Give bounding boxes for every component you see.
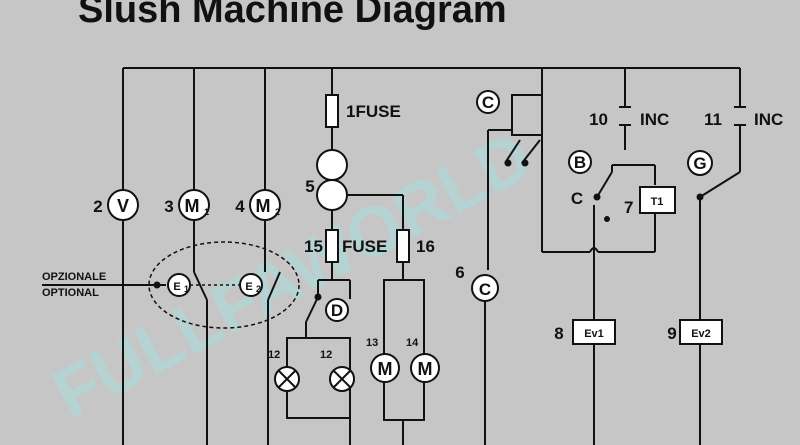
transformer-secondary — [316, 179, 348, 211]
svg-text:M: M — [418, 359, 433, 379]
svg-text:Ev1: Ev1 — [584, 328, 604, 340]
door-switch-d — [325, 298, 349, 322]
svg-text:2: 2 — [275, 207, 280, 217]
svg-text:1: 1 — [184, 284, 189, 294]
svg-text:V: V — [117, 196, 129, 216]
svg-text:5: 5 — [305, 177, 314, 196]
transformer-primary — [316, 149, 348, 181]
svg-text:D: D — [331, 301, 343, 320]
svg-text:14: 14 — [406, 337, 419, 349]
motor-m1-branch: M 1 3 — [164, 68, 210, 445]
svg-text:OPZIONALE: OPZIONALE — [42, 271, 106, 283]
svg-text:M: M — [378, 359, 393, 379]
svg-text:9: 9 — [667, 324, 676, 343]
relay-g — [687, 150, 713, 176]
svg-text:M: M — [256, 196, 271, 216]
svg-text:T1: T1 — [651, 196, 664, 208]
svg-text:B: B — [574, 153, 586, 172]
valve-ev2 — [679, 319, 723, 345]
svg-text:13: 13 — [366, 337, 378, 349]
svg-text:E: E — [245, 281, 252, 293]
page-title: Slush Machine Diagram — [78, 0, 507, 31]
svg-text:FUSE: FUSE — [342, 237, 387, 256]
svg-text:11: 11 — [704, 110, 722, 129]
svg-text:E: E — [173, 281, 180, 293]
switch-c-top — [476, 90, 500, 114]
svg-text:2: 2 — [93, 197, 102, 216]
motor-14 — [410, 353, 440, 383]
svg-text:INC: INC — [640, 110, 669, 129]
timer-t1 — [639, 186, 676, 214]
optional-group: OPZIONALE OPTIONAL E 1 E 2 — [42, 241, 300, 329]
svg-text:C: C — [571, 189, 583, 208]
svg-text:3: 3 — [164, 197, 173, 216]
svg-text:16: 16 — [416, 237, 435, 256]
valve-ev1 — [572, 319, 616, 345]
thermostat-c-branch: C C 6 — [455, 68, 590, 445]
fuse-16 — [396, 229, 410, 263]
relay-b-branch: 10 INC B C 7 T1 Ev1 8 — [554, 68, 676, 445]
svg-text:OPTIONAL: OPTIONAL — [42, 287, 99, 299]
svg-text:6: 6 — [455, 263, 464, 282]
svg-text:M: M — [185, 196, 200, 216]
svg-text:7: 7 — [624, 198, 633, 217]
fuse-15 — [325, 229, 339, 263]
svg-text:G: G — [693, 154, 706, 173]
fuse-transformer-branch: 1FUSE 5 15 FUSE 16 D 12 12 — [268, 68, 440, 445]
svg-text:10: 10 — [589, 110, 608, 129]
motor-13 — [370, 353, 400, 383]
svg-text:1: 1 — [204, 207, 209, 217]
voltmeter-branch: V 2 — [93, 68, 139, 445]
relay-g-branch: 11 INC G Ev2 9 — [667, 90, 783, 445]
relay-b — [568, 150, 592, 174]
svg-text:C: C — [479, 280, 491, 299]
svg-text:2: 2 — [256, 284, 261, 294]
svg-text:12: 12 — [268, 349, 280, 361]
svg-text:INC: INC — [754, 110, 783, 129]
svg-text:4: 4 — [235, 197, 245, 216]
svg-text:C: C — [482, 93, 494, 112]
svg-text:1FUSE: 1FUSE — [346, 102, 401, 121]
motor-m2-branch: M 2 4 — [235, 68, 281, 445]
svg-text:Ev2: Ev2 — [691, 328, 711, 340]
fuse-1 — [325, 94, 339, 128]
svg-text:12: 12 — [320, 349, 332, 361]
svg-text:8: 8 — [554, 324, 563, 343]
svg-text:15: 15 — [304, 237, 323, 256]
